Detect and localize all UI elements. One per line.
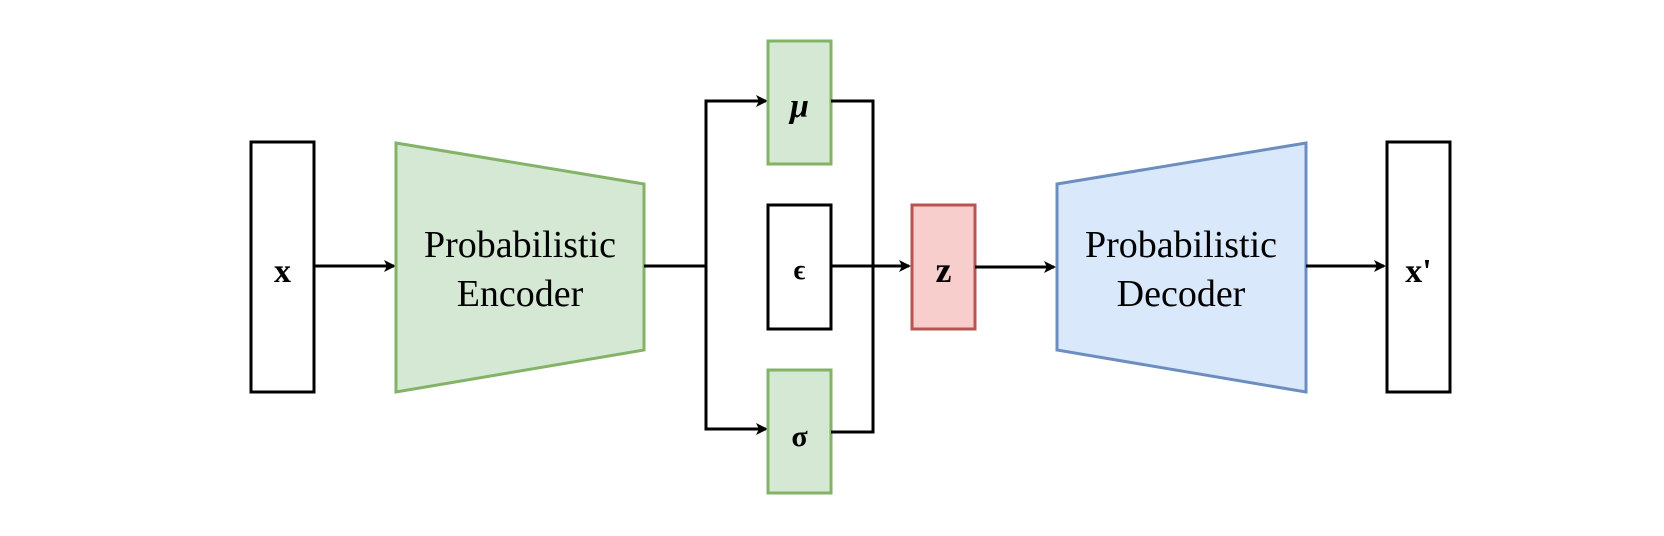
z-label: z bbox=[936, 250, 952, 290]
mu-label: μ bbox=[788, 88, 809, 125]
mu-output-line bbox=[831, 99, 875, 266]
mu-node: μ bbox=[766, 39, 833, 166]
sigma-output-line bbox=[831, 266, 875, 434]
input-x-node: x bbox=[249, 140, 316, 394]
output-x-label: x' bbox=[1405, 253, 1431, 290]
output-x-node: x' bbox=[1385, 140, 1452, 394]
encoder-label-line2: Encoder bbox=[457, 273, 584, 315]
encoder-label-line1: Probabilistic bbox=[424, 224, 616, 266]
decoder-label-line1: Probabilistic bbox=[1085, 224, 1277, 266]
sigma-label: σ bbox=[791, 420, 808, 453]
sigma-node: σ bbox=[766, 368, 833, 495]
epsilon-node: ϵ bbox=[766, 203, 833, 331]
encoder-node: Probabilistic Encoder bbox=[394, 141, 646, 394]
input-x-label: x bbox=[274, 253, 291, 290]
z-node: z bbox=[910, 203, 977, 331]
decoder-node: Probabilistic Decoder bbox=[1055, 141, 1308, 394]
epsilon-label: ϵ bbox=[794, 255, 806, 286]
decoder-label-line2: Decoder bbox=[1117, 273, 1246, 315]
